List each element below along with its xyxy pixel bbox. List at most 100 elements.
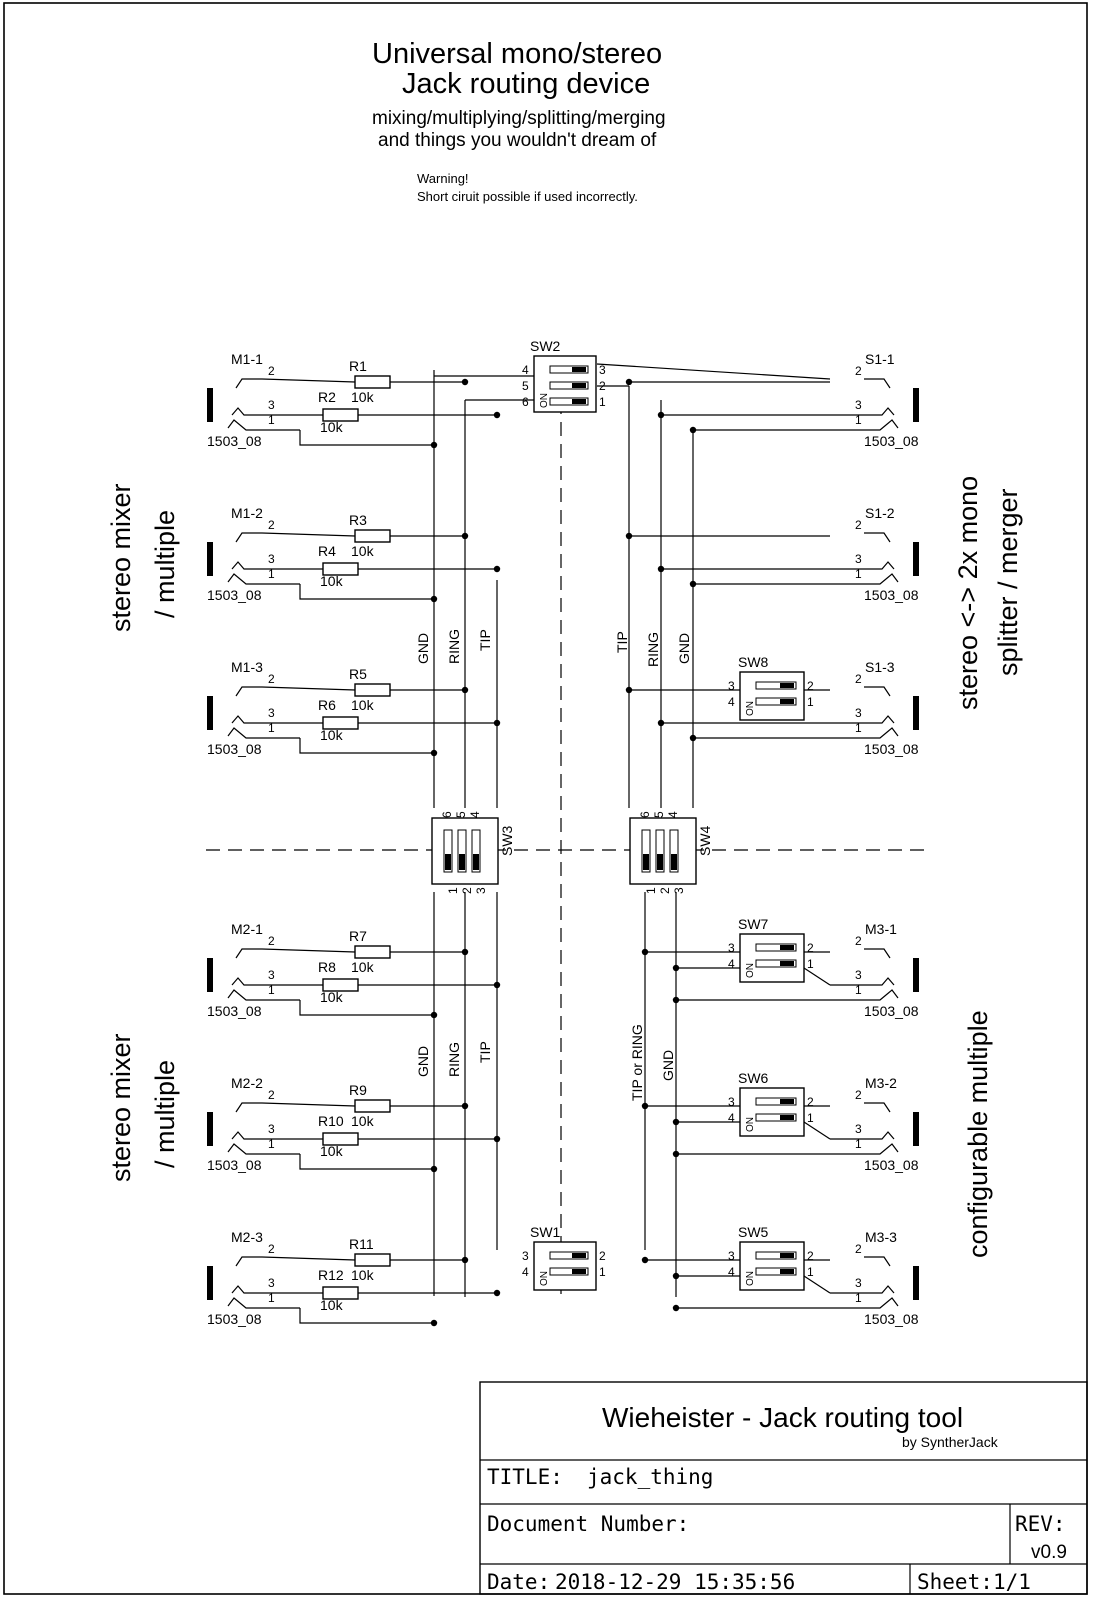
jack-body [207, 388, 213, 422]
switch-label: SW8 [738, 654, 769, 670]
jack-part-label: 1503_08 [207, 1003, 262, 1019]
pin-label: 1 [855, 983, 862, 997]
jack-body [207, 1112, 213, 1146]
switch-slot [549, 365, 589, 374]
sleeve-contact [227, 1143, 300, 1155]
junction-dot [672, 1304, 680, 1312]
pin-label: 4 [728, 695, 735, 709]
junction-dot [672, 964, 680, 972]
junction-dot [641, 1102, 649, 1110]
resistor-value: 10k [320, 573, 344, 589]
wire [803, 1275, 831, 1294]
pin-label: 1 [446, 887, 460, 894]
switch-slot [669, 829, 679, 873]
switch-body [533, 1241, 597, 1291]
on-label: ON [745, 963, 756, 978]
bus-label-ring-tr: RING [645, 632, 661, 667]
resistor-top [354, 529, 391, 543]
ring-contact [830, 1131, 895, 1140]
resistor-value: 10k [320, 419, 344, 435]
sheet-value: 1/1 [993, 1570, 1031, 1594]
pin-label: 4 [468, 811, 482, 818]
pin-label: 5 [652, 811, 666, 818]
pin-label: 3 [855, 1122, 862, 1136]
sleeve-contact [830, 419, 899, 431]
header-subtitle-line2: and things you wouldn't dream of [378, 130, 657, 151]
ring-contact [231, 715, 300, 724]
switch-label: SW1 [530, 1224, 561, 1240]
resistor-label: R12 [318, 1267, 344, 1283]
switch-slot [641, 829, 651, 873]
switch-body [739, 933, 805, 983]
sheet-label: Sheet: [917, 1570, 993, 1594]
junction-dot [689, 426, 697, 434]
resistor-top [354, 375, 391, 389]
tip-contact [864, 948, 891, 959]
date-value: 2018-12-29 15:35:56 [555, 1570, 795, 1594]
sleeve-contact [227, 727, 300, 739]
bus-label-gnd-bl: GND [415, 1046, 431, 1077]
junction-dot [672, 1150, 680, 1158]
warning-line1: Warning! [417, 171, 469, 186]
ring-contact [830, 1285, 895, 1294]
switch-actuator [572, 1253, 586, 1258]
title-block-byline: by SyntherJack [902, 1434, 999, 1450]
resistor-label: R9 [349, 1082, 367, 1098]
jack-name-label: M1-3 [231, 659, 263, 675]
header-title-line2: Jack routing device [402, 68, 650, 100]
resistor-label: R4 [318, 543, 336, 559]
pin-label: 3 [855, 398, 862, 412]
pin-label: 1 [644, 887, 658, 894]
switch-actuator [572, 399, 586, 404]
ring-contact [830, 561, 895, 570]
pin-label: 1 [599, 395, 606, 409]
tip-contact [235, 686, 262, 697]
pin-label: 4 [728, 1111, 735, 1125]
jack-name-label: S1-1 [865, 351, 895, 367]
switch-body [739, 1241, 805, 1291]
switch-body [739, 671, 805, 721]
on-label: ON [539, 1271, 550, 1286]
pin-label: 6 [638, 811, 652, 818]
pin-label: 3 [268, 1276, 275, 1290]
jack-name-label: M2-2 [231, 1075, 263, 1091]
resistor-value: 10k [351, 697, 375, 713]
pin-label: 2 [460, 887, 474, 894]
title-value: jack_thing [587, 1465, 713, 1489]
pin-label: 4 [728, 957, 735, 971]
jack-body [913, 1112, 919, 1146]
wire [261, 1256, 356, 1261]
sleeve-contact [227, 989, 300, 1001]
pin-label: 3 [599, 363, 606, 377]
ring-contact [231, 1131, 300, 1140]
section-label-top-left-1: stereo mixer [106, 483, 136, 632]
section-label-top-right-2: splitter / merger [993, 488, 1023, 676]
pin-label: 1 [807, 695, 814, 709]
pin-label: 4 [728, 1265, 735, 1279]
pin-label: 2 [855, 934, 862, 948]
pin-label: 3 [728, 679, 735, 693]
switch-actuator [473, 854, 479, 870]
pin-label: 3 [728, 1095, 735, 1109]
resistor-top [354, 1253, 391, 1267]
switch-actuator [780, 1099, 794, 1104]
jack-name-label: M3-3 [865, 1229, 897, 1245]
pin-label: 2 [658, 887, 672, 894]
switch-actuator [780, 1115, 794, 1120]
pin-label: 2 [807, 1249, 814, 1263]
tip-contact [235, 1256, 262, 1267]
pin-label: 3 [855, 1276, 862, 1290]
on-label: ON [745, 1117, 756, 1132]
switch-slot [755, 1113, 797, 1122]
bus-label-gnd-tl: GND [415, 633, 431, 664]
pin-label: 3 [672, 887, 686, 894]
pin-label: 2 [599, 379, 606, 393]
wire [299, 738, 434, 754]
